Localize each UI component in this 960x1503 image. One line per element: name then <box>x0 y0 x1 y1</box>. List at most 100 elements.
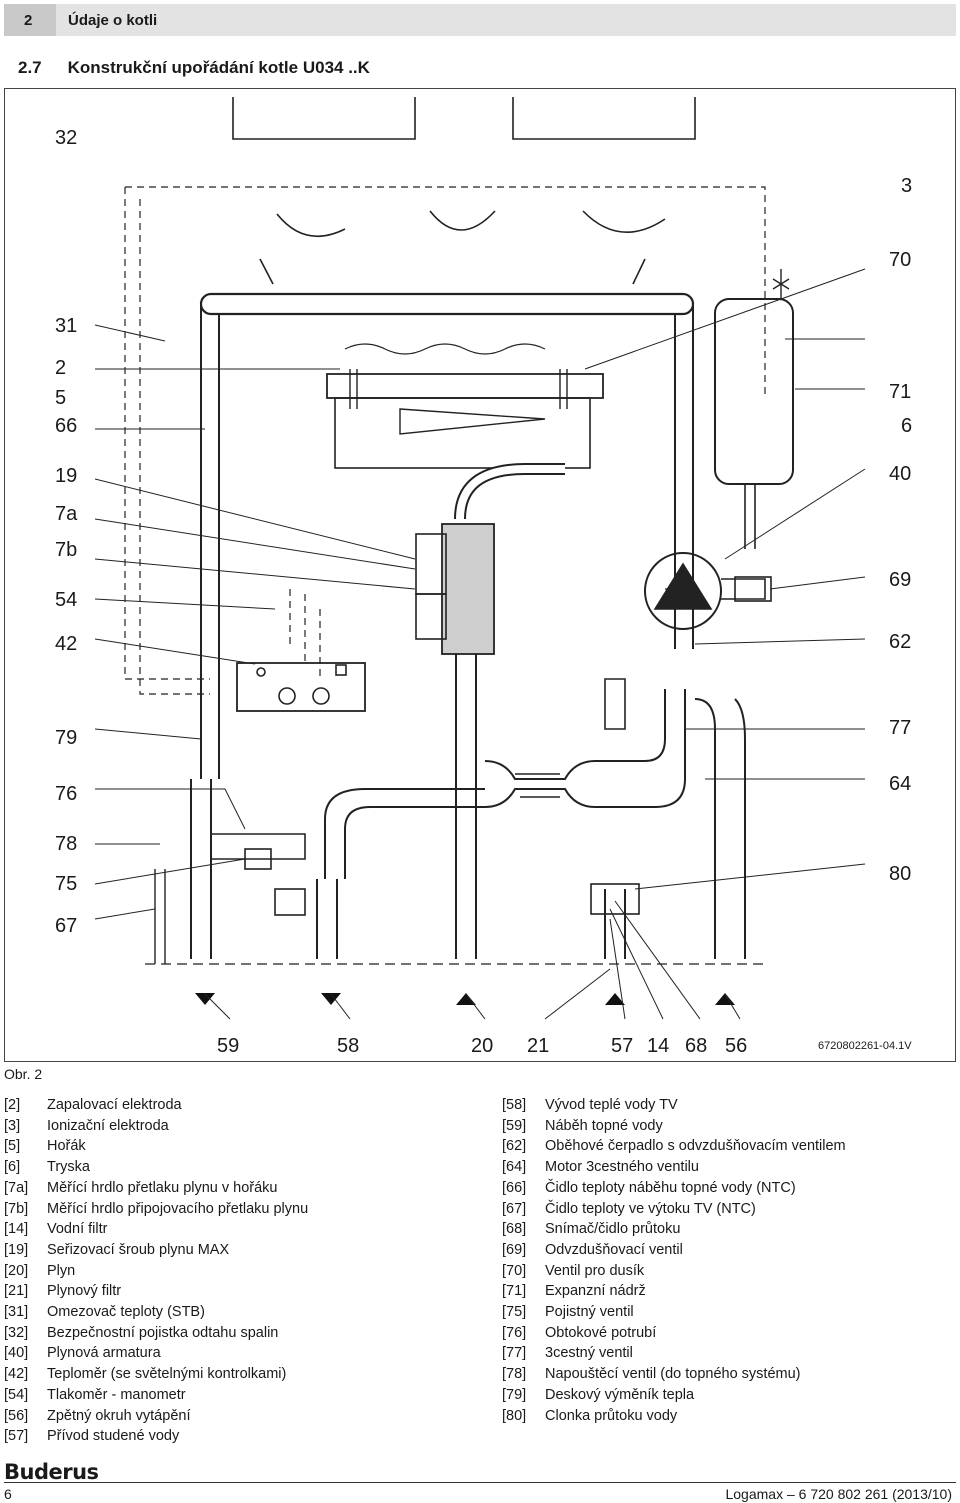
legend-item: [62] Oběhové čerpadlo s odvzdušňovacím ve… <box>502 1136 846 1157</box>
legend-text: Přívod studené vody <box>47 1428 180 1445</box>
legend-key: [78] <box>502 1366 527 1383</box>
callout-label: 19 <box>55 465 78 487</box>
callout-label: 20 <box>471 1035 494 1057</box>
legend-item: [3]Ionizační elektroda <box>4 1116 308 1137</box>
figure-caption: Obr. 2 <box>4 1066 43 1082</box>
legend-text: Měřící hrdlo přetlaku plynu v hořáku <box>47 1179 278 1196</box>
legend-text: 3cestný ventil <box>545 1345 633 1362</box>
callout-label: 62 <box>889 631 912 653</box>
legend-text: Vodní filtr <box>47 1221 108 1238</box>
callout-label: 2 <box>55 357 67 379</box>
legend-key: [42] <box>4 1366 29 1383</box>
legend-item: [58]Vývod teplé vody TV <box>502 1095 846 1116</box>
legend-key: [20] <box>4 1262 29 1279</box>
legend-text: Plynový filtr <box>47 1283 122 1300</box>
legend-item: [32]Bezpečnostní pojistka odtahu spalin <box>4 1323 308 1344</box>
legend-key: [5] <box>4 1138 21 1155</box>
legend-item: [80]Clonka průtoku vody <box>502 1406 846 1427</box>
callout-label: 80 <box>889 863 912 885</box>
section-title: Konstrukční upořádání kotle U034 ..K <box>67 58 370 77</box>
callout-label: 56 <box>725 1035 748 1057</box>
legend-item: [19]Seřizovací šroub plynu MAX <box>4 1240 308 1261</box>
legend-item: [66] Čidlo teploty náběhu topné vody (NTC… <box>502 1178 846 1199</box>
legend-text: Náběh topné vody <box>545 1117 663 1134</box>
legend-item: [7b] Měřící hrdlo připojovacího přetlaku … <box>4 1199 308 1220</box>
bottom-connections <box>145 779 765 965</box>
combustion-chamber <box>199 292 695 779</box>
callout-label: 79 <box>55 727 78 749</box>
callout-label: 7b <box>55 539 78 561</box>
brand-logo: Buderus <box>4 1460 99 1484</box>
legend-text: Oběhové čerpadlo s odvzdušňovacím ventil… <box>545 1138 846 1155</box>
legend-key: [66] <box>502 1179 527 1196</box>
legend-key: [68] <box>502 1221 527 1238</box>
callout-label: 67 <box>55 915 78 937</box>
legend-text: Čidlo teploty náběhu topné vody (NTC) <box>545 1179 796 1196</box>
legend-key: [56] <box>4 1407 29 1424</box>
legend-text: Čidlo teploty ve výtoku TV (NTC) <box>545 1200 756 1217</box>
legend-text: Ionizační elektroda <box>47 1117 169 1134</box>
legend-text: Snímač/čidlo průtoku <box>545 1221 681 1238</box>
legend-key: [21] <box>4 1283 29 1300</box>
legend-item: [75]Pojistný ventil <box>502 1302 846 1323</box>
legend-key: [62] <box>502 1138 527 1155</box>
legend-text: Obtokové potrubí <box>545 1324 657 1341</box>
callout-label: 76 <box>55 783 78 805</box>
legend-item: [6]Tryska <box>4 1157 308 1178</box>
legend-item: [78] Napouštěcí ventil (do topného systém… <box>502 1364 846 1385</box>
legend-item: [67]Čidlo teploty ve výtoku TV (NTC) <box>502 1199 846 1220</box>
callout-label: 3 <box>901 175 913 197</box>
legend-text: Teploměr (se světelnými kontrolkami) <box>47 1366 287 1383</box>
legend-item: [77] 3cestný ventil <box>502 1343 846 1364</box>
callout-label: 77 <box>889 717 912 739</box>
callout-label: 40 <box>889 463 912 485</box>
callout-label: 66 <box>55 415 78 437</box>
legend-text: Omezovač teploty (STB) <box>47 1304 205 1321</box>
legend-text: Deskový výměník tepla <box>545 1386 695 1403</box>
legend-key: [77] <box>502 1345 527 1362</box>
legend-text: Tlakoměr - manometr <box>47 1386 186 1403</box>
legend-item: [21] Plynový filtr <box>4 1281 308 1302</box>
legend-text: Tryska <box>47 1159 90 1176</box>
legend-text: Měřící hrdlo připojovacího přetlaku plyn… <box>47 1200 309 1217</box>
callout-label: 70 <box>889 249 912 271</box>
legend-key: [7b] <box>4 1200 29 1217</box>
gas-valve <box>415 463 565 959</box>
legend-key: [7a] <box>4 1179 29 1196</box>
legend-key: [69] <box>502 1241 527 1258</box>
legend-key: [70] <box>502 1262 527 1279</box>
legend-text: Ventil pro dusík <box>545 1262 645 1279</box>
legend-key: [32] <box>4 1324 29 1341</box>
callout-label: 54 <box>55 589 78 611</box>
legend-text: Pojistný ventil <box>545 1304 634 1321</box>
callout-label: 68 <box>685 1035 708 1057</box>
document-reference: Logamax – 6 720 802 261 (2013/10) <box>725 1486 952 1502</box>
callout-label: 69 <box>889 569 912 591</box>
callout-label: 71 <box>889 381 912 403</box>
legend-item: [76] Obtokové potrubí <box>502 1323 846 1344</box>
legend-item: [64]Motor 3cestného ventilu <box>502 1157 846 1178</box>
legend-item: [57]Přívod studené vody <box>4 1426 308 1447</box>
legend-item: [54]Tlakoměr - manometr <box>4 1385 308 1406</box>
callout-label: 57 <box>611 1035 634 1057</box>
legend-item: [69]Odvzdušňovací ventil <box>502 1240 846 1261</box>
callout-label: 78 <box>55 833 78 855</box>
callout-label: 31 <box>55 315 78 337</box>
legend-key: [80] <box>502 1407 527 1424</box>
legend-item: [40]Plynová armatura <box>4 1343 308 1364</box>
legend-key: [76] <box>502 1324 527 1341</box>
legend-text: Napouštěcí ventil (do topného systému) <box>545 1366 801 1383</box>
legend-item: [7a] Měřící hrdlo přetlaku plynu v hořáku <box>4 1178 308 1199</box>
callout-label: 64 <box>889 773 912 795</box>
circulation-pump <box>644 552 772 630</box>
figure-drawing-id: 6720802261-04.1V <box>818 1040 912 1052</box>
legend-text: Motor 3cestného ventilu <box>545 1159 699 1176</box>
legend-text: Seřizovací šroub plynu MAX <box>47 1241 230 1258</box>
chapter-number: 2 <box>4 4 56 36</box>
flue-hood <box>232 97 696 285</box>
boiler-schematic <box>94 97 866 1020</box>
callout-label: 42 <box>55 633 78 655</box>
callout-label: 32 <box>55 127 78 149</box>
control-panel <box>236 662 366 712</box>
